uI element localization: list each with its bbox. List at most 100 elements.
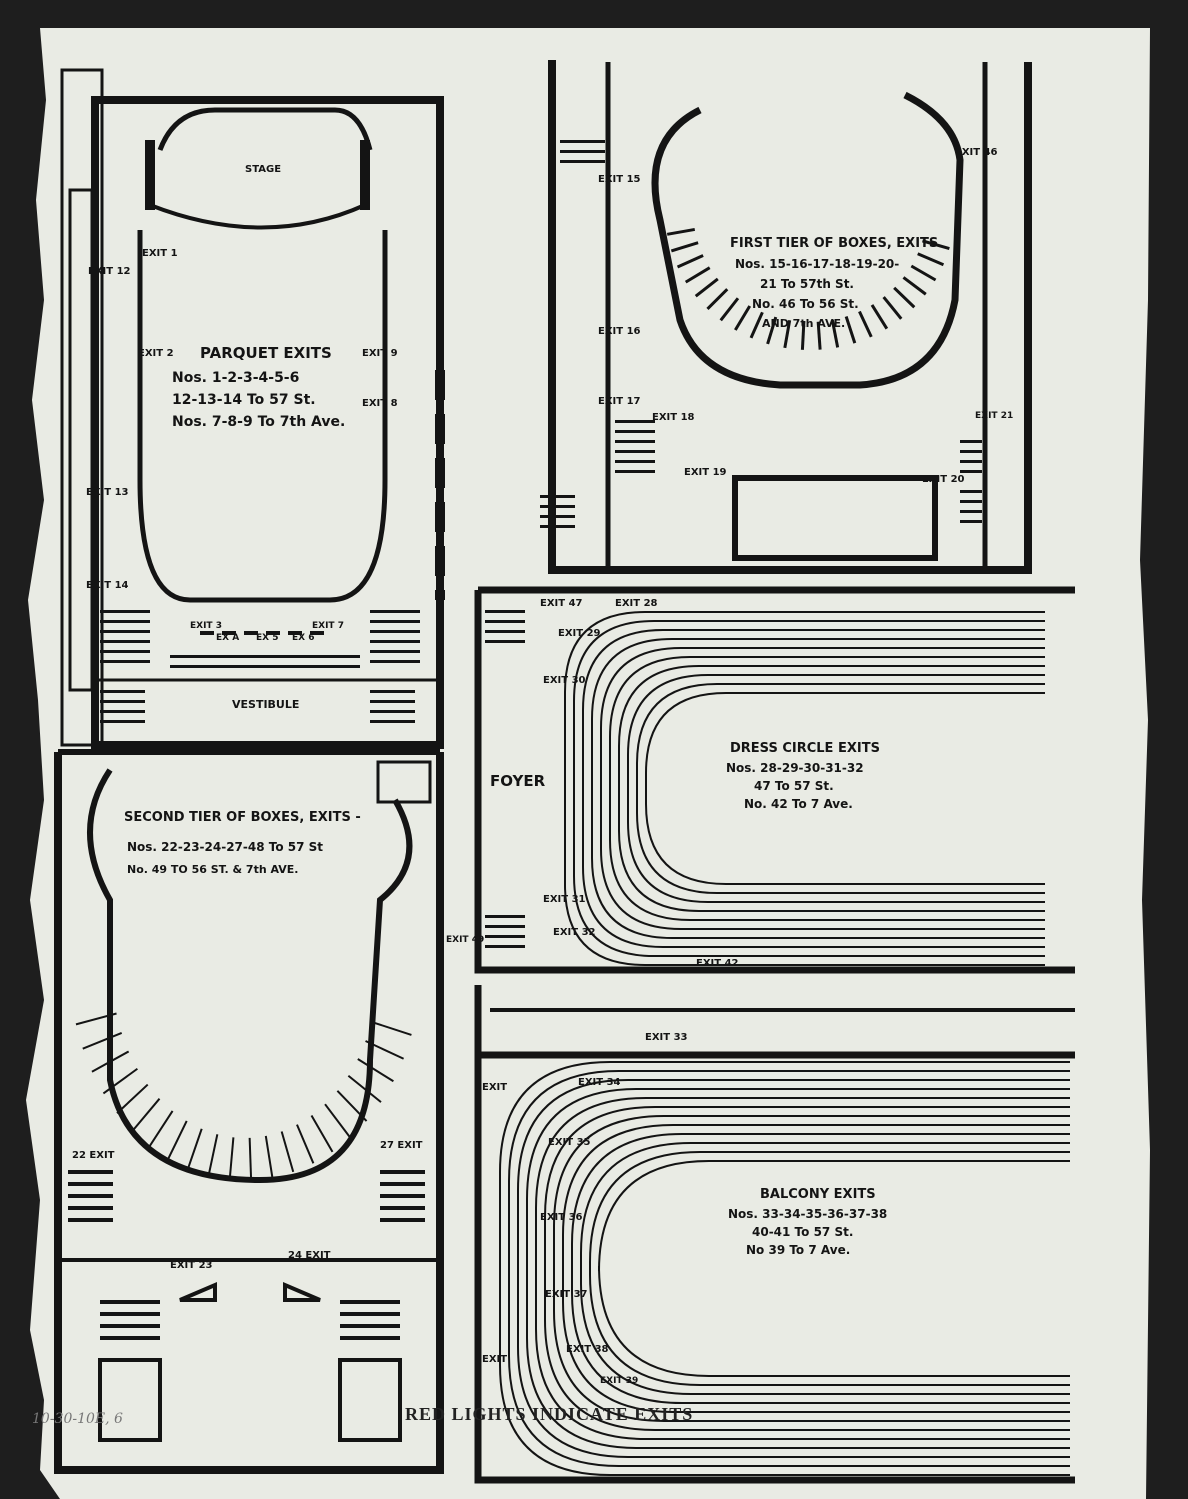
partition-line — [347, 1074, 382, 1103]
seat-row — [627, 674, 1045, 903]
exit-27-label: 27 EXIT — [380, 1140, 423, 1151]
foyer-label: FOYER — [490, 772, 546, 790]
exit-20-label: EXIT 20 — [922, 474, 965, 485]
seat-row — [582, 629, 1045, 948]
dress-circle-title: DRESS CIRCLE EXITS — [730, 741, 880, 756]
exit-14-label: EXIT 14 — [86, 580, 129, 591]
seat-row — [517, 1079, 1070, 1458]
exit-34-label: EXIT 34 — [578, 1077, 621, 1088]
handwritten-note: 10-30-10E, 6 — [32, 1411, 123, 1427]
seat-row — [589, 1151, 1070, 1386]
partition-line — [187, 1128, 203, 1169]
exit-5-label: EX 5 — [256, 633, 278, 643]
balcony-line-3: No 39 To 7 Ave. — [746, 1243, 850, 1257]
paper — [26, 28, 1150, 1499]
seat-row — [580, 1142, 1070, 1395]
partition-line — [917, 252, 945, 267]
partition-line — [310, 1114, 334, 1153]
dress-circle-line-3: No. 42 To 7 Ave. — [744, 797, 853, 811]
exit-36-label: EXIT 36 — [540, 1212, 583, 1223]
vestibule-label: VESTIBULE — [232, 698, 299, 711]
partition-line — [357, 1058, 394, 1083]
partition-line — [749, 311, 764, 339]
partition-line — [902, 276, 927, 296]
exit-30-label: EXIT 30 — [543, 675, 586, 686]
exit-42-label: EXIT 42 — [696, 958, 739, 969]
partition-line — [734, 305, 752, 331]
seat-row — [499, 1061, 1070, 1476]
partition-line — [922, 239, 950, 251]
first-tier-plan: FIRST TIER OF BOXES, EXITS Nos. 15-16-17… — [540, 60, 1032, 574]
partition-line — [684, 266, 711, 284]
partition-line — [167, 1120, 188, 1160]
partition-line — [324, 1103, 352, 1139]
partition-line — [706, 288, 729, 311]
parquet-plan: STAGE PARQUET EXITS Nos. 1-2-3-4-5-6 12-… — [60, 68, 445, 749]
partition-line — [228, 1137, 235, 1180]
first-tier-title: FIRST TIER OF BOXES, EXITS — [730, 236, 938, 251]
exit-28-label: EXIT 28 — [615, 598, 658, 609]
exit-7-label: EXIT 7 — [312, 621, 344, 631]
exit-caption: RED LIGHTS INDICATE EXITS — [405, 1404, 693, 1424]
parquet-line-3: Nos. 7-8-9 To 7th Ave. — [172, 414, 345, 430]
parquet-line-1: Nos. 1-2-3-4-5-6 — [172, 370, 299, 386]
seat-row — [544, 1106, 1070, 1431]
seat-row — [600, 647, 1045, 930]
partition-line — [75, 1012, 117, 1026]
partition-line — [131, 1098, 161, 1132]
exit-24-label: 24 EXIT — [288, 1250, 331, 1261]
second-tier-plan: SECOND TIER OF BOXES, EXITS - Nos. 22-23… — [54, 749, 484, 1474]
seat-row — [591, 638, 1045, 939]
exit-21-label: EXIT 21 — [975, 411, 1013, 421]
exit-35-label: EXIT 35 — [548, 1137, 591, 1148]
second-tier-box-partitions — [75, 1012, 412, 1180]
first-tier-line-1: Nos. 15-16-17-18-19-20- — [735, 257, 899, 271]
first-tier-line-2: 21 To 57th St. — [760, 277, 854, 291]
exit-46-label: EXIT 46 — [955, 147, 998, 158]
partition-line — [783, 320, 792, 349]
partition-line — [844, 316, 857, 344]
partition-line — [766, 316, 778, 345]
exit-2-label: EXIT 2 — [138, 348, 174, 359]
partition-line — [666, 227, 696, 236]
partition-line — [248, 1137, 253, 1180]
exit-19-label: EXIT 19 — [684, 467, 727, 478]
seat-row — [526, 1088, 1070, 1449]
exit-16-label: EXIT 16 — [598, 326, 641, 337]
balcony-line-1: Nos. 33-34-35-36-37-38 — [728, 1207, 887, 1221]
seat-row — [508, 1070, 1070, 1467]
partition-line — [893, 286, 916, 309]
seat-row — [553, 1115, 1070, 1422]
seat-row — [535, 1097, 1070, 1440]
exit-33-label: EXIT 33 — [645, 1032, 688, 1043]
partition-line — [148, 1110, 174, 1147]
parquet-title: PARQUET EXITS — [200, 344, 332, 362]
exit-31-label: EXIT 31 — [543, 894, 586, 905]
seat-row — [571, 1133, 1070, 1404]
partition-line — [694, 277, 719, 298]
exit-22-label: 22 EXIT — [72, 1150, 115, 1161]
dress-circle-line-1: Nos. 28-29-30-31-32 — [726, 761, 864, 775]
balcony-line-2: 40-41 To 57 St. — [752, 1225, 853, 1239]
parquet-line-2: 12-13-14 To 57 St. — [172, 392, 316, 408]
exit-6-label: EX 6 — [292, 633, 314, 643]
seat-row — [645, 692, 1045, 885]
partition-line — [116, 1083, 149, 1114]
partition-line — [207, 1134, 219, 1176]
exit-9-label: EXIT 9 — [362, 348, 398, 359]
seat-row — [562, 1124, 1070, 1413]
partition-line — [280, 1131, 295, 1173]
seat-row — [618, 665, 1045, 912]
stage-label: STAGE — [245, 164, 281, 175]
seat-row — [564, 611, 1045, 966]
partition-line — [882, 296, 903, 320]
exit-38-label: EXIT 38 — [566, 1344, 609, 1355]
partition-line — [336, 1090, 368, 1122]
exit-a-label: EX A — [216, 633, 239, 643]
partition-line — [371, 1020, 412, 1036]
exit-41-label: EXIT — [482, 1354, 507, 1365]
exit-39-label: EXIT 39 — [600, 1376, 638, 1386]
seat-row — [609, 656, 1045, 921]
exit-29-label: EXIT 29 — [558, 628, 601, 639]
